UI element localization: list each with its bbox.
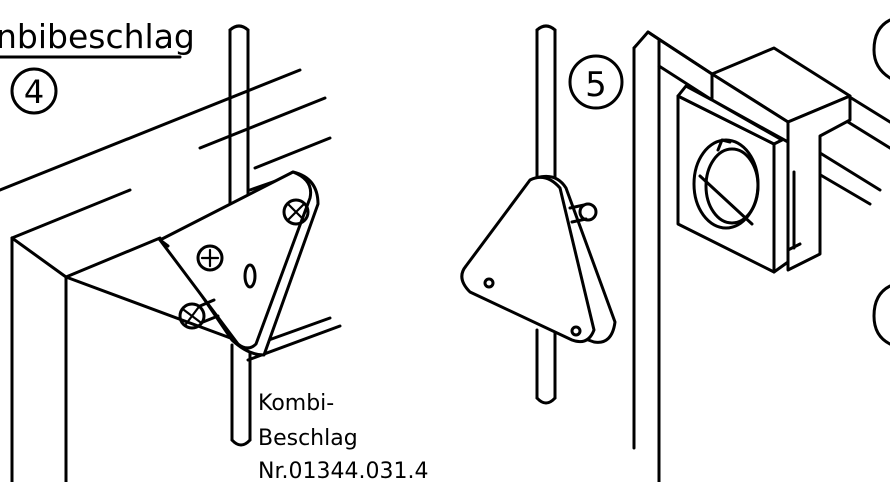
figure-4-number: 4 bbox=[24, 73, 44, 111]
caption: Kombi- Beschlag Nr.01344.031.4 bbox=[258, 391, 428, 482]
caption-line-2: Beschlag bbox=[258, 426, 358, 451]
caption-line-1: Kombi- bbox=[258, 391, 334, 416]
figure-6-marker-partial bbox=[872, 18, 890, 80]
figure-4-triangle-fitting bbox=[158, 170, 320, 357]
figure-6-bracket-lock bbox=[676, 46, 852, 274]
figure-7-marker-partial bbox=[872, 284, 890, 346]
figure-5-triangle-fitting bbox=[460, 174, 617, 344]
figure-5-marker: 5 bbox=[568, 54, 624, 110]
figure-5-number: 5 bbox=[585, 65, 607, 105]
section-title: nbibeschlag bbox=[0, 17, 195, 56]
figure-4-cabinet-corner bbox=[0, 68, 342, 482]
caption-line-3: Nr.01344.031.4 bbox=[258, 459, 428, 482]
figure-6-rails bbox=[810, 94, 890, 206]
figure-5-rod bbox=[535, 24, 557, 405]
figure-4-marker: 4 bbox=[10, 67, 58, 115]
